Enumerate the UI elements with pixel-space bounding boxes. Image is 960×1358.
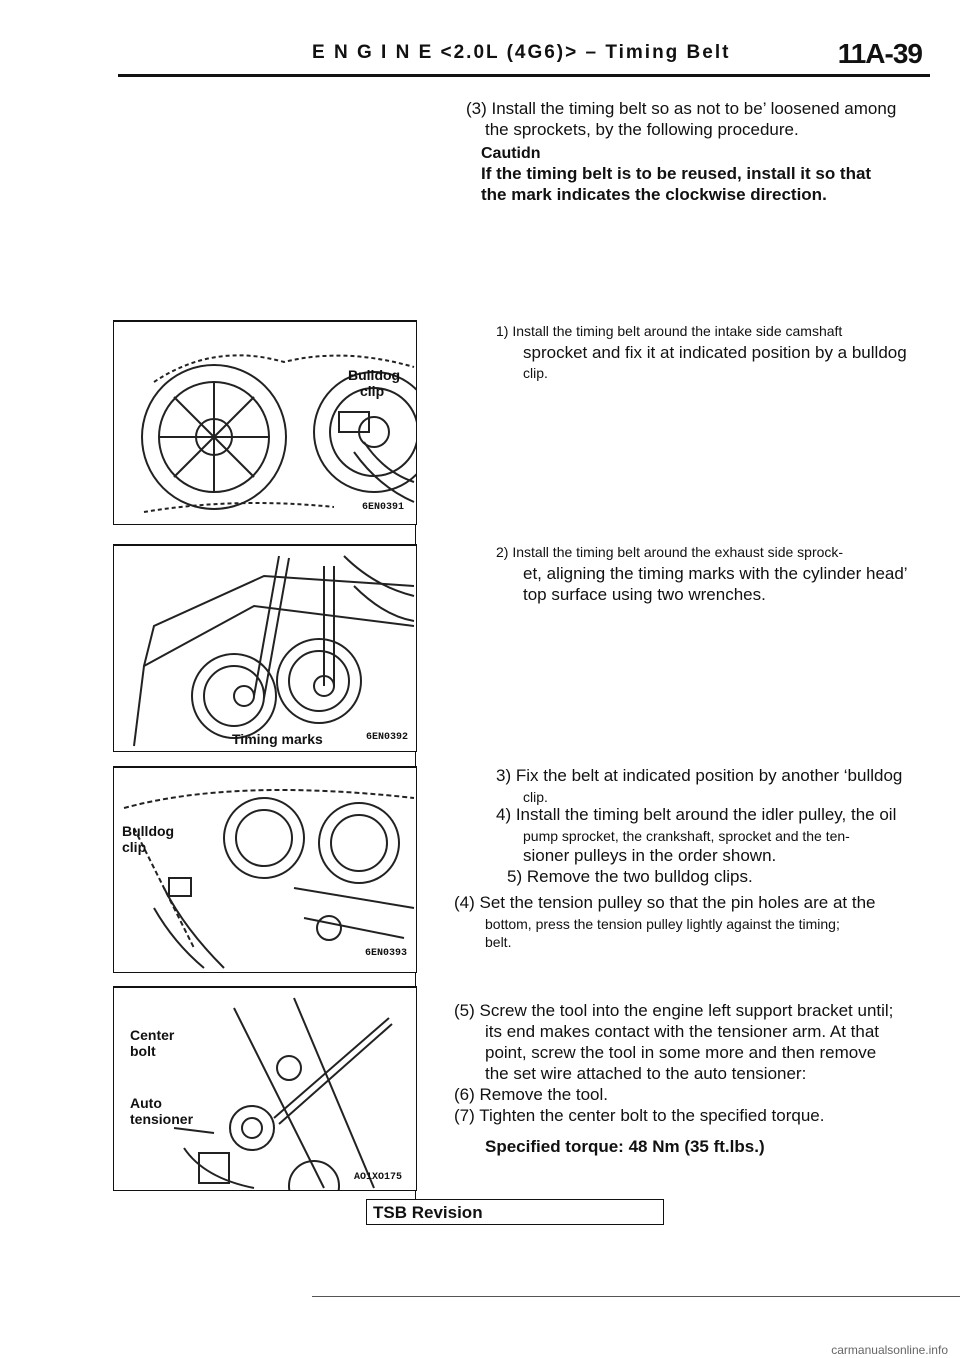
substep-4-line-3: sioner pulleys in the order shown.: [523, 846, 777, 865]
caution-title: Cautidn: [481, 145, 541, 162]
figure-timing-marks: Timing marks 6EN0392: [113, 544, 417, 752]
figure-1-drawing: [141, 354, 416, 513]
step-4-line-1: (4) Set the tension pulley so that the p…: [454, 893, 876, 912]
figure-3-label-clip: clip: [122, 839, 147, 855]
substep-2-line-2: et, aligning the timing marks with the c…: [523, 564, 908, 583]
figure-1-label-clip: clip: [360, 383, 385, 399]
figure-4-label-tensioner: tensioner: [130, 1111, 194, 1127]
step-3-line-1: (3) Install the timing belt so as not to…: [466, 99, 897, 118]
page-number: 11A-39: [837, 38, 923, 69]
figure-2-drawing: [133, 555, 415, 747]
page-header-title: E N G I N E <2.0L (4G6)> – Timing Belt: [312, 42, 731, 63]
substep-2-line-1: 2) Install the timing belt around the ex…: [496, 544, 844, 560]
substep-2-line-3: top surface using two wrenches.: [523, 585, 766, 604]
step-5-line-4: the set wire attached to the auto tensio…: [485, 1064, 807, 1083]
caution-line-1: If the timing belt is to be reused, inst…: [481, 164, 872, 183]
figure-2-label-timing-marks: Timing marks: [232, 731, 323, 747]
figure-4-label-center: Center: [130, 1027, 175, 1043]
substep-3-line-1: 3) Fix the belt at indicated position by…: [496, 766, 903, 785]
figure-4-drawing: [173, 997, 393, 1190]
footer-rule: [312, 1296, 960, 1297]
figure-auto-tensioner: Center bolt Auto tensioner AO1XO175: [113, 986, 417, 1191]
figure-4-label-bolt: bolt: [130, 1043, 156, 1059]
tsb-revision-box: TSB Revision: [366, 1199, 664, 1225]
figure-bulldog-clip-exhaust: Bulldog clip 6EN0393: [113, 766, 417, 973]
step-7-line-1: (7) Tighten the center bolt to the speci…: [454, 1106, 825, 1125]
header-rule: [118, 74, 930, 77]
figure-1-code: 6EN0391: [362, 502, 405, 513]
substep-1-line-2: sprocket and fix it at indicated positio…: [523, 343, 907, 362]
figure-4-label-auto: Auto: [130, 1095, 162, 1111]
figure-3-label-bulldog: Bulldog: [122, 823, 175, 839]
column-divider: [415, 320, 416, 1200]
step-4-line-2: bottom, press the tension pulley lightly…: [485, 916, 840, 932]
substep-4-line-2: pump sprocket, the crankshaft, sprocket …: [523, 828, 850, 844]
substep-4-line-1: 4) Install the timing belt around the id…: [496, 805, 897, 824]
step-5-line-3: point, screw the tool in some more and t…: [485, 1043, 877, 1062]
substep-1-line-1: 1) Install the timing belt around the in…: [496, 323, 843, 339]
figure-3-drawing: [123, 789, 415, 969]
step-6-line-1: (6) Remove the tool.: [454, 1085, 609, 1104]
substep-3-line-2: clip.: [523, 789, 548, 805]
specified-torque: Specified torque: 48 Nm (35 ft.lbs.): [485, 1137, 765, 1156]
step-4-line-3: belt.: [485, 934, 512, 950]
step-3-line-2: the sprockets, by the following procedur…: [485, 120, 799, 139]
figure-1-label-bulldog: Bulldog: [348, 367, 401, 383]
figure-bulldog-clip-intake: Bulldog clip 6EN0391: [113, 320, 417, 525]
substep-5-line-1: 5) Remove the two bulldog clips.: [507, 867, 753, 886]
step-5-line-2: its end makes contact with the tensioner…: [485, 1022, 880, 1041]
caution-line-2: the mark indicates the clockwise directi…: [481, 185, 827, 204]
figure-3-code: 6EN0393: [365, 948, 408, 959]
step-5-line-1: (5) Screw the tool into the engine left …: [454, 1001, 894, 1020]
figure-4-code: AO1XO175: [354, 1172, 403, 1183]
substep-1-line-3: clip.: [523, 365, 548, 381]
figure-2-code: 6EN0392: [366, 732, 409, 743]
footer-watermark: carmanualsonline.info: [831, 1343, 948, 1357]
